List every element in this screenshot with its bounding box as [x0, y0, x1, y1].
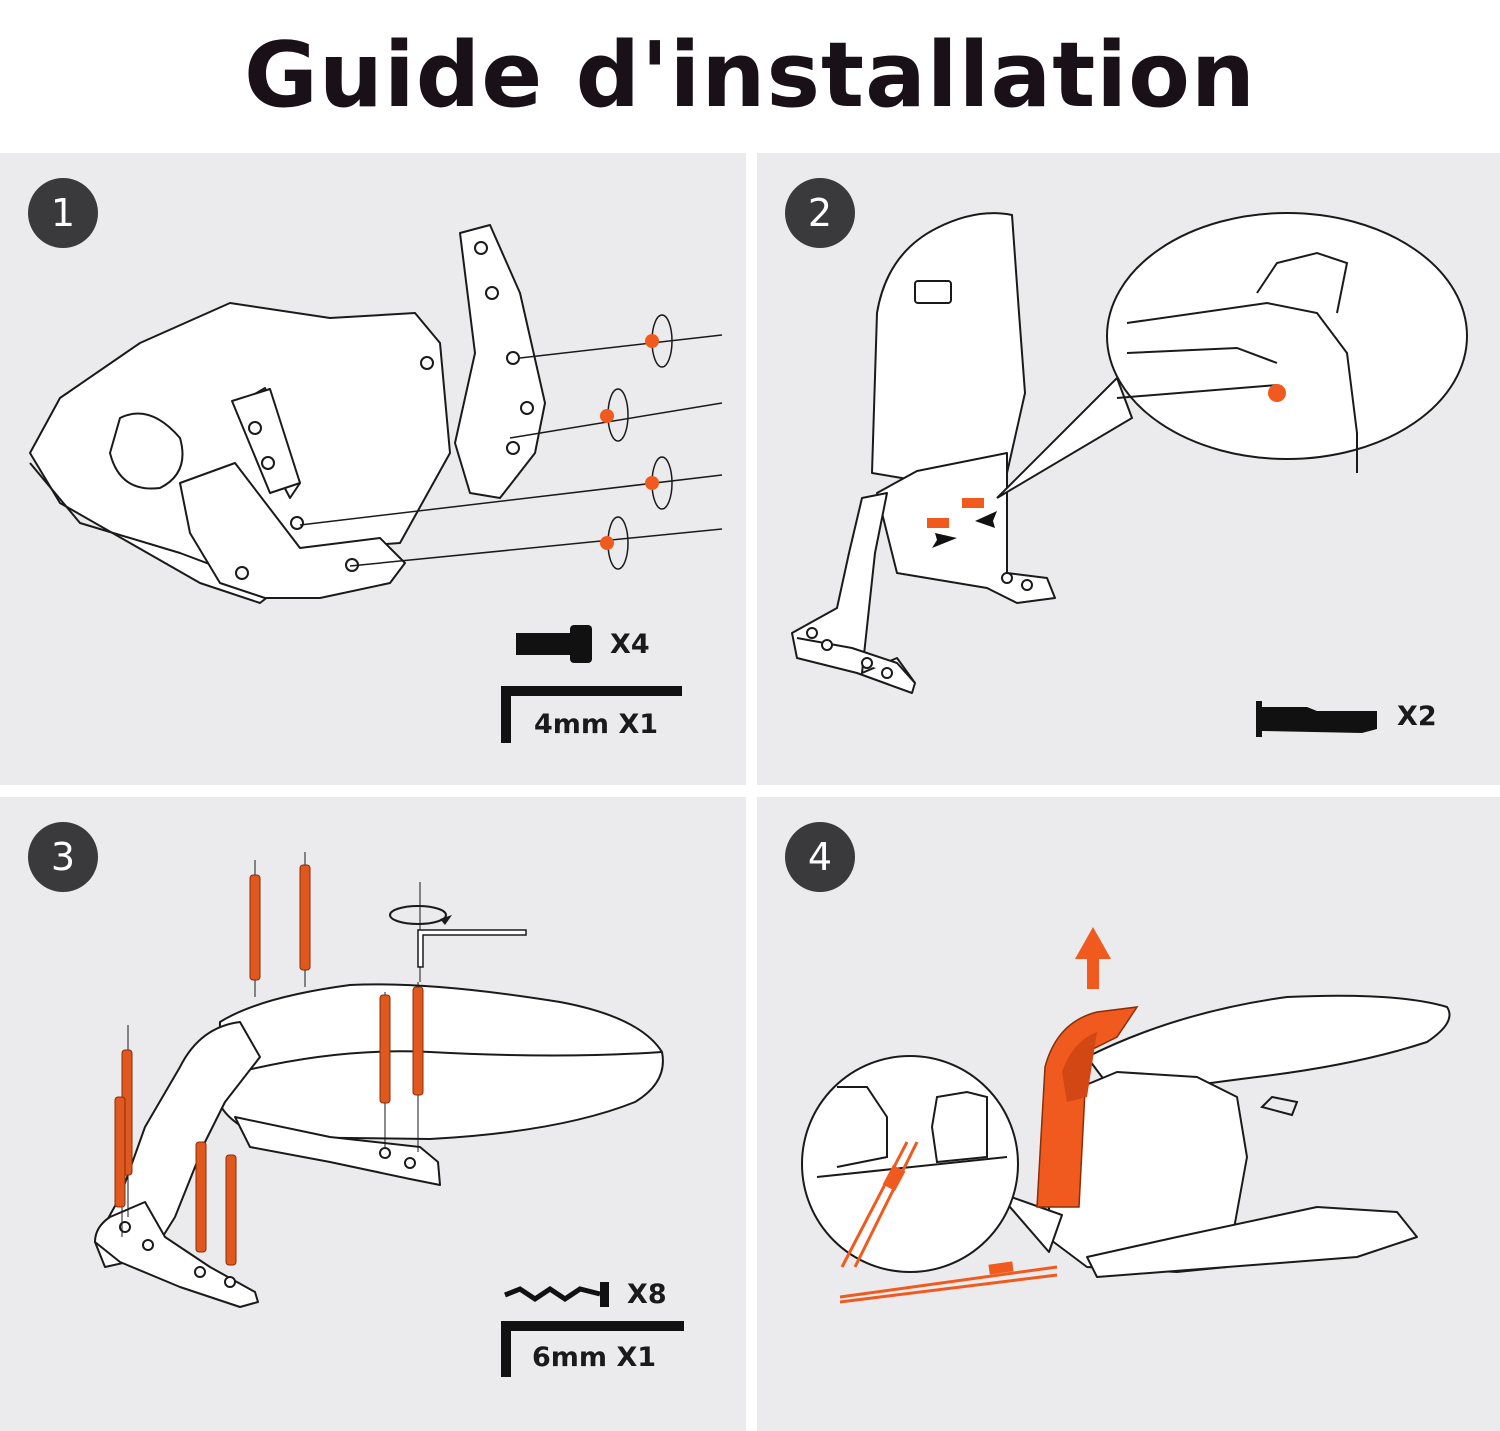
- step-3-panel: 3 X8 6mm X1: [0, 797, 746, 1431]
- step-3-illustration: [94, 852, 684, 1377]
- tool-size-label: 6mm X1: [532, 1342, 657, 1373]
- pin-icon: [1256, 701, 1377, 737]
- allen-key-icon: [501, 686, 682, 743]
- step-2-illustration: [791, 212, 1468, 737]
- step-1-illustration: [29, 224, 723, 743]
- step-4-panel: 4: [757, 797, 1500, 1431]
- allen-key-icon: [501, 1321, 684, 1377]
- page-title: Guide d'installation: [243, 22, 1257, 128]
- step-4-illustration: [801, 927, 1451, 1304]
- step-1-panel: 1 X4 4mm X1: [0, 153, 746, 785]
- step-badge: 4: [785, 822, 855, 892]
- part-quantity-label: X8: [627, 1279, 667, 1310]
- step-badge: 2: [785, 178, 855, 248]
- part-quantity-label: X2: [1397, 701, 1437, 732]
- ground-screw-icon: [504, 1282, 609, 1307]
- step-2-panel: 2 X2: [757, 153, 1500, 785]
- step-badge: 3: [28, 822, 98, 892]
- part-quantity-label: X4: [610, 629, 650, 660]
- pin-icon: [516, 625, 592, 663]
- step-badge: 1: [28, 178, 98, 248]
- tool-size-label: 4mm X1: [534, 709, 659, 740]
